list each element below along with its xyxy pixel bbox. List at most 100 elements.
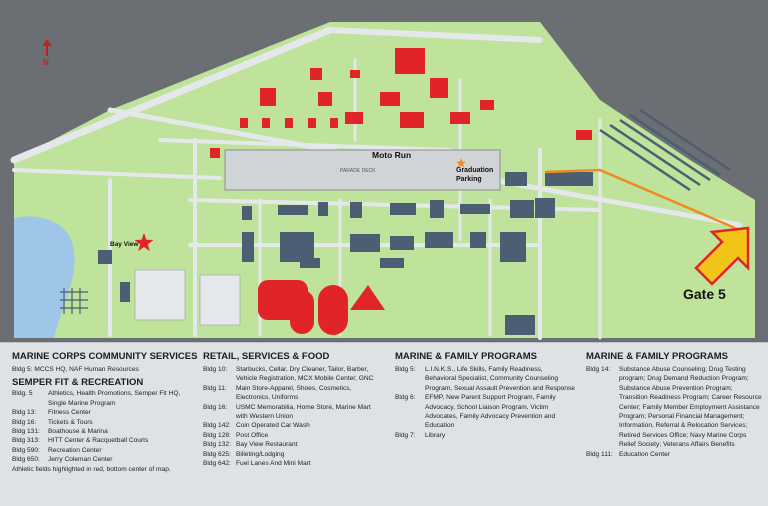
legend-building-number: Bldg 10: <box>203 366 228 373</box>
legend-entry: Bldg 10: Starbucks, Cellar, Dry Cleaner, … <box>203 365 383 384</box>
legend-entry: Bldg 131: Boathouse & Marina <box>12 427 190 436</box>
legend-building-services: Education Center <box>619 450 670 458</box>
off-base-area <box>14 22 330 160</box>
athletic-fields <box>258 280 385 335</box>
legend-entry: Bldg 590: Recreation Center <box>12 446 190 455</box>
legend-rows-mccs: Bldg. 5 Athletics, Health Promotions, Sem… <box>12 389 190 464</box>
legend-building-number: Bldg 142: <box>203 422 231 430</box>
parking-lot-2 <box>199 274 241 326</box>
legend-building-number: Bldg 642: <box>203 460 231 468</box>
legend-building-services: Main Store-Apparel, Shoes, Cosmetics, El… <box>236 384 352 402</box>
legend-column-retail: RETAIL, SERVICES & FOOD Bldg 10: Starbuck… <box>203 351 383 468</box>
legend-building-services: Jerry Coleman Center <box>48 456 113 464</box>
legend-entry: Bldg 128: Post Office <box>203 431 383 440</box>
north-arrow <box>42 39 52 56</box>
legend-building-number: Bldg 111: <box>586 450 613 458</box>
parade-deck <box>224 149 501 191</box>
bay-view-label: Bay View <box>110 241 139 248</box>
legend-building-number: Bldg 625: <box>203 450 231 458</box>
legend-entry: Bldg 111: Education Center <box>586 450 762 459</box>
legend-entry: Bldg 5: L.I.N.K.S., Life Skills, Family R… <box>395 365 575 393</box>
legend-building-number: Bldg 313: <box>12 437 40 445</box>
buildings <box>98 172 736 335</box>
graduation-parking-label: Graduation Parking <box>456 167 494 183</box>
highlighted-buildings-north <box>210 48 592 158</box>
legend-building-services: Substance Abuse Counseling; Drug Testing… <box>619 366 762 449</box>
marina-docks <box>60 288 88 314</box>
legend-entry: Bldg 7: Library <box>395 431 575 440</box>
legend-building-services: Boathouse & Marina <box>48 428 108 436</box>
legend-entry: Bldg 11: Main Store-Apparel, Shoes, Cosme… <box>203 384 383 403</box>
graduation-parking-star <box>456 158 466 168</box>
gate-arrow <box>694 226 750 286</box>
legend-entry: Bldg 642: Fuel Lanes And Mini Mart <box>203 459 383 468</box>
legend-entry: Bldg 142: Coin Operated Car Wash <box>203 421 383 430</box>
legend-entry: Bldg 14: Substance Abuse Counseling; Drug… <box>586 365 762 450</box>
legend-building-services: Billeting/Lodging <box>236 450 285 458</box>
barracks-rows <box>599 108 731 192</box>
legend-rows-retail: Bldg 10: Starbucks, Cellar, Dry Cleaner, … <box>203 365 383 468</box>
legend-entry: Bldg 16: USMC Memorabilia, Home Store, Ma… <box>203 403 383 422</box>
legend-building-number: Bldg 7: <box>395 431 416 439</box>
legend-building-services: HITT Center & Racquetball Courts <box>48 437 149 445</box>
legend-building-services: Athletics, Health Promotions, Semper Fit… <box>48 390 181 407</box>
legend-intro-mccs: Bldg 5: MCCS HQ, NAF Human Resources <box>12 366 139 373</box>
legend-building-number: Bldg 650: <box>12 456 40 464</box>
legend-column-family-2: MARINE & FAMILY PROGRAMS Bldg 14: Substan… <box>586 351 762 459</box>
north-label: N <box>43 58 49 67</box>
legend-building-services: Bay View Restaurant <box>236 441 298 449</box>
legend-entry: Bldg 16: Tickets & Tours <box>12 418 190 427</box>
legend-column-family-1: MARINE & FAMILY PROGRAMS Bldg 5: L.I.N.K.… <box>395 351 575 440</box>
parking-lot <box>134 269 186 321</box>
legend-note-athletic: Athletic fields highlighted in red, bott… <box>12 465 171 473</box>
legend-building-services: Tickets & Tours <box>48 418 93 426</box>
off-base-area-east <box>540 22 755 200</box>
legend-building-number: Bldg 6: <box>395 394 416 402</box>
legend-rows-family-2: Bldg 14: Substance Abuse Counseling; Drug… <box>586 365 762 459</box>
bay-water <box>14 216 75 338</box>
legend-building-services: EFMP, New Parent Support Program, Family… <box>425 394 556 430</box>
legend-title-retail: RETAIL, SERVICES & FOOD <box>203 351 330 362</box>
legend-building-services: Starbucks, Cellar, Dry Cleaner, Tailor, … <box>236 366 374 383</box>
map-canvas <box>10 22 755 340</box>
legend-entry: Bldg 625: Billeting/Lodging <box>203 450 383 459</box>
legend-column-mccs: MARINE CORPS COMMUNITY SERVICES Bldg 5: … <box>12 351 198 474</box>
legend-building-services: Library <box>425 431 446 439</box>
legend-title-semper-fit: SEMPER FIT & RECREATION <box>12 377 144 389</box>
legend-building-services: Fuel Lanes And Mini Mart <box>236 460 311 468</box>
moto-run-label: Moto Run <box>372 150 412 160</box>
legend-building-number: Bldg 132: <box>203 441 231 449</box>
legend-building-number: Bldg 16: <box>12 418 37 426</box>
legend-building-number: Bldg 590: <box>12 446 40 454</box>
bay-view-star <box>134 233 154 252</box>
legend-building-services: Recreation Center <box>48 446 102 454</box>
legend-building-number: Bldg. 5 <box>12 390 33 398</box>
legend-building-number: Bldg 16: <box>203 403 228 411</box>
legend-building-services: Fitness Center <box>48 409 91 417</box>
legend-rows-family-1: Bldg 5: L.I.N.K.S., Life Skills, Family R… <box>395 365 575 440</box>
legend-building-number: Bldg 131: <box>12 428 40 436</box>
graduation-route <box>544 168 736 230</box>
legend-building-number: Bldg 13: <box>12 409 37 417</box>
legend-building-number: Bldg 14: <box>586 366 611 373</box>
legend-entry: Bldg 6: EFMP, New Parent Support Program,… <box>395 393 575 431</box>
legend-entry: Bldg 313: HITT Center & Racquetball Court… <box>12 436 190 445</box>
legend-building-services: USMC Memorabilia, Home Store, Marine Mar… <box>236 403 371 421</box>
legend-building-services: Post Office <box>236 431 269 439</box>
gate-5-label: Gate 5 <box>683 286 726 302</box>
legend-entry: Bldg. 5 Athletics, Health Promotions, Sem… <box>12 389 190 408</box>
legend-building-number: Bldg 5: <box>395 366 416 373</box>
legend-entry: Bldg 13: Fitness Center <box>12 408 190 417</box>
legend-entry: Bldg 650: Jerry Coleman Center <box>12 455 190 464</box>
legend-title-mccs: MARINE CORPS COMMUNITY SERVICES <box>12 351 198 362</box>
legend-title-family-2: MARINE & FAMILY PROGRAMS <box>586 351 728 362</box>
legend-building-services: L.I.N.K.S., Life Skills, Family Readines… <box>425 366 575 392</box>
parade-deck-label: PARADE DECK <box>340 168 376 174</box>
legend-panel: MARINE CORPS COMMUNITY SERVICES Bldg 5: … <box>0 342 768 506</box>
legend-title-family-1: MARINE & FAMILY PROGRAMS <box>395 351 537 362</box>
base-map: N Moto Run PARADE DECK Graduation Parkin… <box>0 0 768 342</box>
legend-entry: Bldg 132: Bay View Restaurant <box>203 440 383 449</box>
legend-building-number: Bldg 128: <box>203 431 231 439</box>
legend-building-services: Coin Operated Car Wash <box>236 422 310 430</box>
legend-building-number: Bldg 11: <box>203 384 227 392</box>
